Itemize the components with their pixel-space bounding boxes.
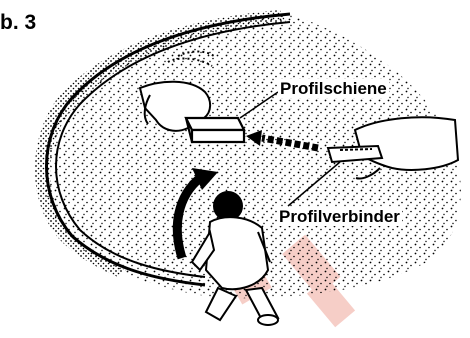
- rail-section: [186, 118, 244, 142]
- connector-piece: [328, 146, 382, 162]
- label-profilverbinder: Profilverbinder: [277, 207, 402, 226]
- label-profilschiene: Profilschiene: [278, 79, 389, 98]
- figure-number: b. 3: [0, 12, 36, 33]
